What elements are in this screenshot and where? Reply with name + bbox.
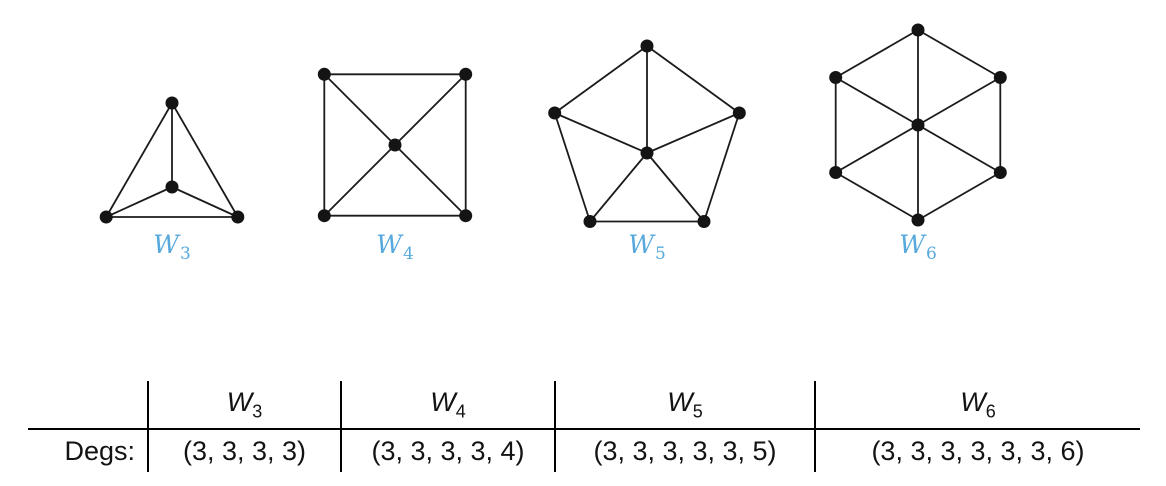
degrees-w5: (3, 3, 3, 3, 3, 5) xyxy=(554,428,815,472)
wheel-graph-w3 xyxy=(99,96,245,224)
graph-label-w3: W3 xyxy=(153,231,191,264)
header-w4-letter: W xyxy=(430,386,456,417)
degrees-w6: (3, 3, 3, 3, 3, 3, 6) xyxy=(814,428,1140,472)
table-header-w6: W6 xyxy=(814,381,1140,429)
degrees-w4: (3, 3, 3, 3, 4) xyxy=(340,428,555,472)
table-header-w3: W3 xyxy=(147,381,341,429)
header-w3-letter: W xyxy=(226,386,253,417)
table-degrees-row: Degs: (3, 3, 3, 3) (3, 3, 3, 3, 4) (3, 3… xyxy=(28,428,1140,472)
table-header-w5: W5 xyxy=(554,381,815,429)
header-w3-sub: 3 xyxy=(252,401,263,422)
graph-label-w3-sub: 3 xyxy=(179,244,191,264)
graph-label-w4: W4 xyxy=(376,231,414,264)
wheel-graph-w6 xyxy=(829,23,1007,227)
graph-label-w4-sub: 4 xyxy=(402,244,414,264)
graph-label-w6-sub: 6 xyxy=(925,244,937,264)
header-w6-letter: W xyxy=(960,386,986,417)
wheel-graph-w4 xyxy=(317,67,473,223)
graph-label-w5-text: W xyxy=(628,230,654,259)
graph-label-w6: W6 xyxy=(899,231,937,264)
header-w4-sub: 4 xyxy=(455,401,466,422)
wheel-graph-w5 xyxy=(548,39,746,228)
header-w5-sub: 5 xyxy=(692,401,703,422)
graph-label-w3-text: W xyxy=(153,230,179,259)
graph-label-w4-text: W xyxy=(376,230,402,259)
table-header-w4: W4 xyxy=(340,381,555,429)
graph-label-w6-text: W xyxy=(899,230,925,259)
graph-label-w5: W5 xyxy=(628,231,666,264)
header-w6-sub: 6 xyxy=(985,401,996,422)
degree-sequence-table: W3 W4 W5 W6 Degs: (3, 3, 3, 3) (3, 3, 3,… xyxy=(28,381,1140,472)
graph-label-w5-sub: 5 xyxy=(654,244,666,264)
table-header-empty-cell xyxy=(28,381,148,429)
table-header-row: W3 W4 W5 W6 xyxy=(28,381,1140,429)
degrees-row-label: Degs: xyxy=(28,428,148,472)
header-w5-letter: W xyxy=(667,386,693,417)
wheel-graphs-figure xyxy=(99,23,1007,228)
degrees-w3: (3, 3, 3, 3) xyxy=(147,428,341,472)
